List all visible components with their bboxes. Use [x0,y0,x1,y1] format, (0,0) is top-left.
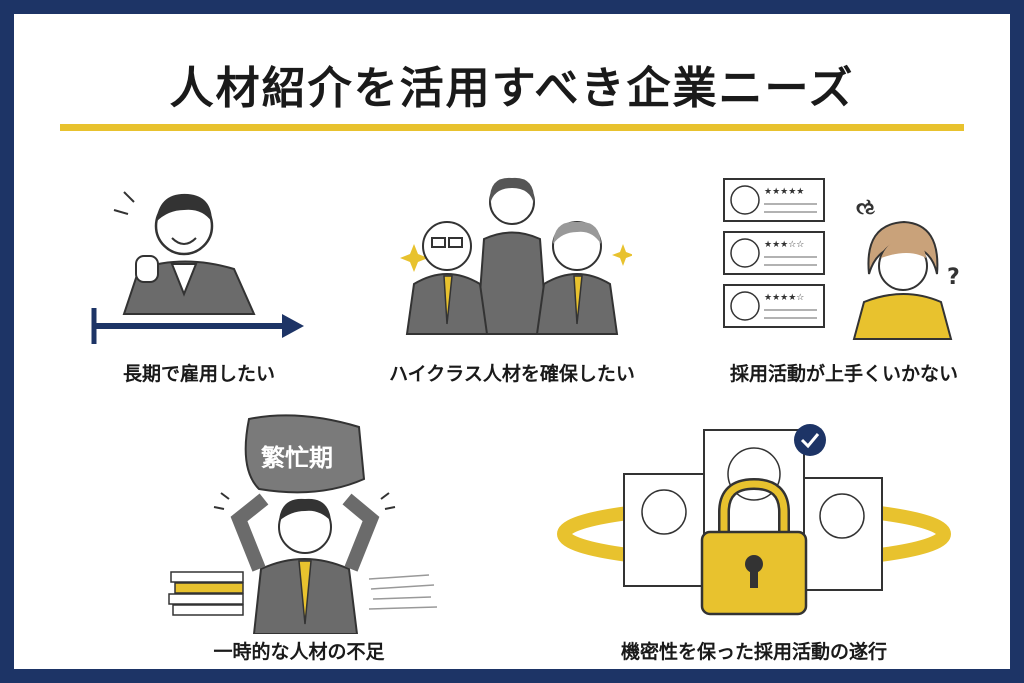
troubled-recruiter-icon: ★★★★★ ★★★☆☆ ★★★★☆ ઌ ? [719,174,969,348]
title-underline [60,124,964,131]
caption-recruiting-trouble: 採用活動が上手くいかない [729,363,958,385]
caption-temporary-shortage: 一時的な人材の不足 [213,641,385,663]
overworked-employee-icon: 繁忙期 [159,409,459,638]
confidential-recruiting-icon [554,414,954,623]
svg-text:?: ? [947,265,960,290]
infographic-card: 人材紹介を活用すべき企業ニーズ 長期で雇用したい [14,14,1010,669]
page-title: 人材紹介を活用すべき企業ニーズ [169,63,855,114]
svg-text:★★★☆☆: ★★★☆☆ [764,240,804,250]
rock-label: 繁忙期 [261,444,333,472]
svg-text:★★★★☆: ★★★★☆ [764,293,804,303]
long-term-employee-icon [84,164,314,348]
svg-text:★★★★★: ★★★★★ [764,187,804,197]
caption-confidential: 機密性を保った採用活動の遂行 [620,641,887,663]
caption-long-term: 長期で雇用したい [122,363,275,385]
caption-high-class: ハイクラス人材を確保したい [389,363,635,385]
executive-team-icon [392,164,634,343]
svg-text:ઌ: ઌ [856,195,875,220]
